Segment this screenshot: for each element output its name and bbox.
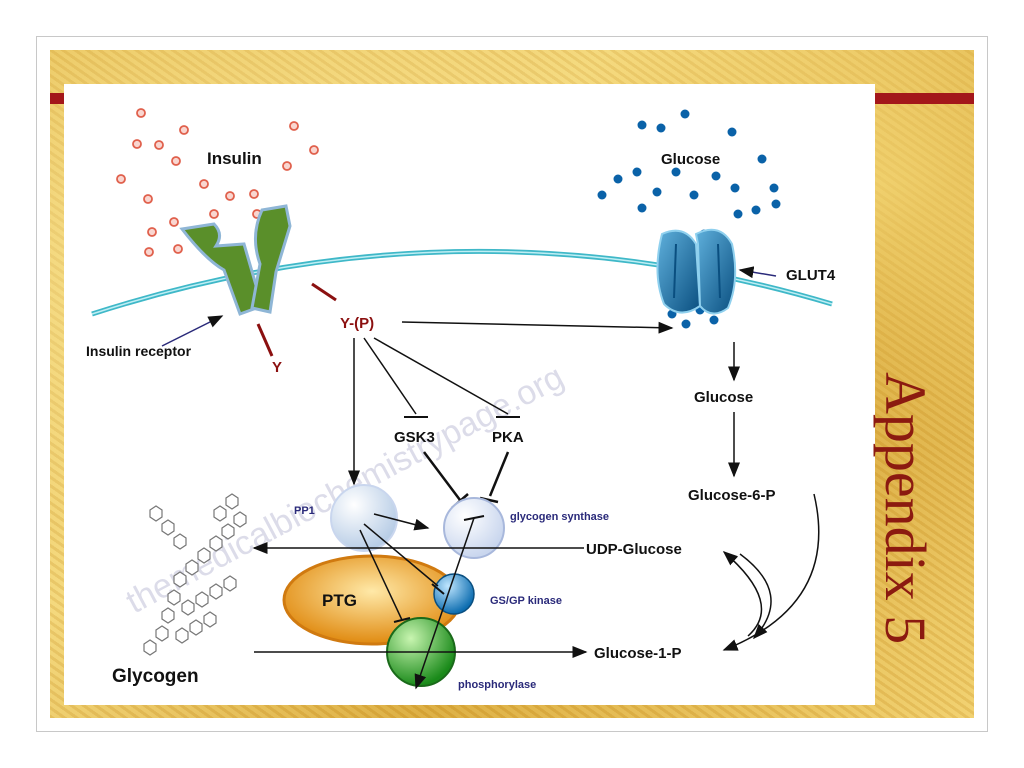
insulin-label: Insulin (207, 149, 262, 168)
pp1-label: PP1 (294, 505, 315, 517)
insulin-receptor-label: Insulin receptor (86, 343, 192, 359)
glut4-pointer-arrow (738, 266, 777, 279)
glycogen-synthase-label: glycogen synthase (510, 511, 609, 523)
glucose-1-p-label: Glucose-1-P (594, 645, 682, 662)
glycogen-synthase-enzyme (443, 497, 505, 559)
glycogen-label: Glycogen (112, 666, 199, 687)
insulin-receptor (179, 204, 292, 316)
receptor-pointer-arrow (161, 315, 224, 347)
gs-gp-kinase-label: GS/GP kinase (490, 595, 562, 607)
gsk3-label: GSK3 (394, 429, 435, 446)
glycogen-structure-icon (143, 493, 247, 656)
diagram-svg: themedicalbiochemistrypage.org Insulin I… (86, 108, 836, 691)
glucose-outside-label: Glucose (661, 151, 720, 168)
phosphorylase-label: phosphorylase (458, 679, 536, 691)
pka-label: PKA (492, 429, 524, 446)
gs-gp-kinase-enzyme (433, 573, 475, 615)
ptg-label: PTG (322, 591, 357, 610)
glucose-6-p-label: Glucose-6-P (688, 487, 776, 504)
glut4-label: GLUT4 (786, 267, 836, 284)
y-label: Y (272, 359, 282, 376)
udp-glucose-label: UDP-Glucose (586, 541, 682, 558)
glucose-inside-label: Glucose (694, 389, 753, 406)
y-p-label: Y-(P) (340, 315, 374, 332)
glut4-transporter (656, 228, 737, 315)
insulin-signaling-diagram: themedicalbiochemistrypage.org Insulin I… (64, 84, 875, 705)
slide-title: Appendix 5 (873, 372, 938, 645)
pp1-enzyme (330, 484, 398, 552)
